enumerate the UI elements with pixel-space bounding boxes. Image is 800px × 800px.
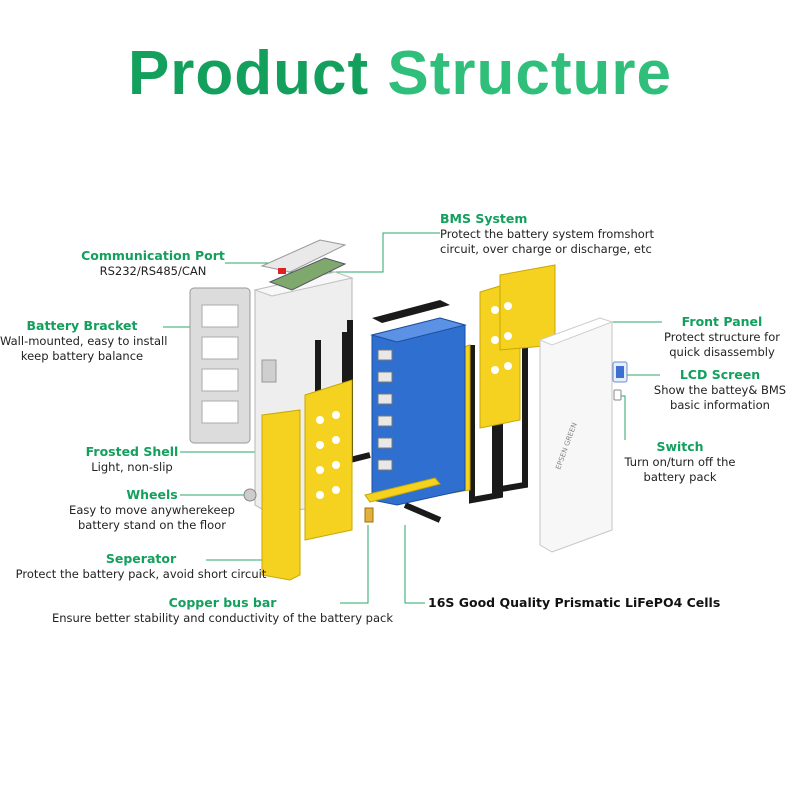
label-lcd-line-1: Show the battey& BMS: [653, 383, 787, 397]
label-switch-heading: Switch: [656, 439, 704, 454]
label-copper-heading: Copper bus bar: [168, 595, 277, 610]
leader-lines: [163, 232, 662, 604]
label-wheels-line-2: battery stand on the floor: [78, 518, 226, 532]
label-switch-line-1: Turn on/turn off the: [624, 455, 736, 469]
label-shell-heading: Frosted Shell: [85, 444, 179, 459]
label-wheels-line-1: Easy to move anywherekeep: [69, 503, 235, 517]
label-lcd: LCD Screen Show the battey& BMS basic in…: [645, 367, 795, 413]
label-separator: Seperator Protect the battery pack, avoi…: [10, 551, 272, 582]
label-bracket-line-1: Wall-mounted, easy to install: [0, 334, 168, 348]
leader-cells: [404, 525, 425, 604]
leader-copper: [340, 525, 369, 604]
label-comm: Communication Port RS232/RS485/CAN: [78, 248, 228, 279]
label-bms-heading: BMS System: [440, 211, 528, 226]
label-bms-line-2: circuit, over charge or discharge, etc: [440, 242, 652, 256]
switch-part: [613, 389, 622, 401]
label-bracket-heading: Battery Bracket: [26, 318, 138, 333]
battery-bracket-part: [189, 287, 251, 444]
label-lcd-line-2: basic information: [670, 398, 770, 412]
label-lcd-heading: LCD Screen: [679, 367, 761, 382]
label-bms: BMS System Protect the battery system fr…: [440, 211, 654, 257]
leader-switch: [620, 395, 626, 440]
yellow-separators-part: [261, 264, 556, 581]
title-word-product: Product: [127, 39, 370, 108]
label-copper-line-1: Ensure better stability and conductivity…: [51, 611, 394, 625]
label-front: Front Panel Protect structure for quick …: [652, 314, 792, 360]
label-shell: Frosted Shell Light, non-slip: [82, 444, 182, 475]
label-bms-line-1: Protect the battery system fromshort: [440, 227, 655, 241]
label-front-heading: Front Panel: [681, 314, 763, 329]
label-copper: Copper bus bar Ensure better stability a…: [40, 595, 405, 626]
label-front-line-2: quick disassembly: [669, 345, 775, 359]
bms-board-part: [260, 239, 347, 291]
page-title: Product Structure: [0, 38, 800, 109]
title-word-structure: Structure: [387, 39, 673, 108]
label-separator-heading: Seperator: [105, 551, 177, 566]
label-wheels: Wheels Easy to move anywherekeep battery…: [62, 487, 242, 533]
label-bracket: Battery Bracket Wall-mounted, easy to in…: [0, 318, 168, 364]
lcd-screen-part: [612, 361, 628, 383]
label-comm-line-1: RS232/RS485/CAN: [99, 264, 207, 278]
label-shell-line-1: Light, non-slip: [91, 460, 173, 474]
label-wheels-heading: Wheels: [126, 487, 178, 502]
label-separator-line-1: Protect the battery pack, avoid short ci…: [15, 567, 267, 581]
front-panel-part: EPSEN GREEN: [538, 317, 614, 553]
copper-bus-bar-part: [364, 477, 441, 523]
label-switch: Switch Turn on/turn off the battery pack: [610, 439, 750, 485]
label-front-line-1: Protect structure for: [664, 330, 780, 344]
label-comm-heading: Communication Port: [81, 248, 225, 263]
label-cells-heading: 16S Good Quality Prismatic LiFePO4 Cells: [428, 595, 721, 610]
label-switch-line-2: battery pack: [643, 470, 717, 484]
label-cells: 16S Good Quality Prismatic LiFePO4 Cells: [428, 595, 720, 611]
label-bracket-line-2: keep battery balance: [20, 349, 144, 363]
lifepo4-cells-part: [370, 300, 467, 506]
